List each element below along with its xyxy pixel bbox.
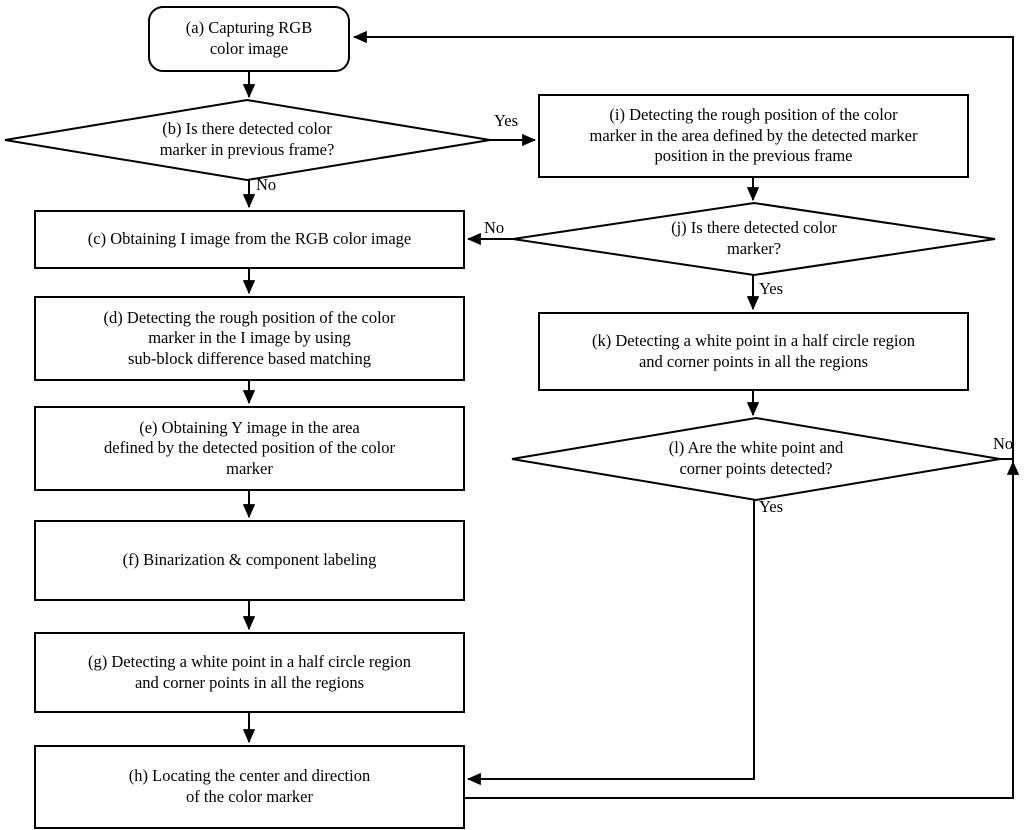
node-h-shape <box>34 745 465 829</box>
node-l-hit[interactable] <box>512 418 1000 500</box>
edge-label-b-yes: Yes <box>494 111 519 130</box>
node-f-hit[interactable] <box>35 521 464 600</box>
node-c-shape <box>34 210 465 269</box>
node-e-shape <box>34 406 465 491</box>
node-j-hit[interactable] <box>513 203 995 275</box>
node-d-hit[interactable] <box>35 297 464 380</box>
node-b-hit[interactable] <box>5 100 490 180</box>
edge-label-l-no: No <box>993 434 1014 453</box>
edge-h-to-return-loop <box>352 30 1014 799</box>
node-i-shape <box>538 94 969 178</box>
node-g-hit[interactable] <box>35 633 464 712</box>
node-i-hit[interactable] <box>539 95 968 177</box>
node-a-shape <box>148 6 350 72</box>
edge-label-l-yes: Yes <box>759 497 784 516</box>
node-k-hit[interactable] <box>539 313 968 390</box>
node-a-hit[interactable] <box>149 7 349 71</box>
node-j-shape <box>512 201 996 277</box>
node-c-hit[interactable] <box>35 211 464 268</box>
edge-label-b-no: No <box>256 175 277 194</box>
node-h-hit[interactable] <box>35 746 464 828</box>
node-f-shape <box>34 520 465 601</box>
node-g-shape <box>34 632 465 713</box>
node-k-shape <box>538 312 969 391</box>
edge-label-j-no: No <box>484 218 505 237</box>
node-e-hit[interactable] <box>35 407 464 490</box>
edge-l-yes-to-h <box>466 500 755 786</box>
edge-label-j-yes: Yes <box>759 279 784 298</box>
